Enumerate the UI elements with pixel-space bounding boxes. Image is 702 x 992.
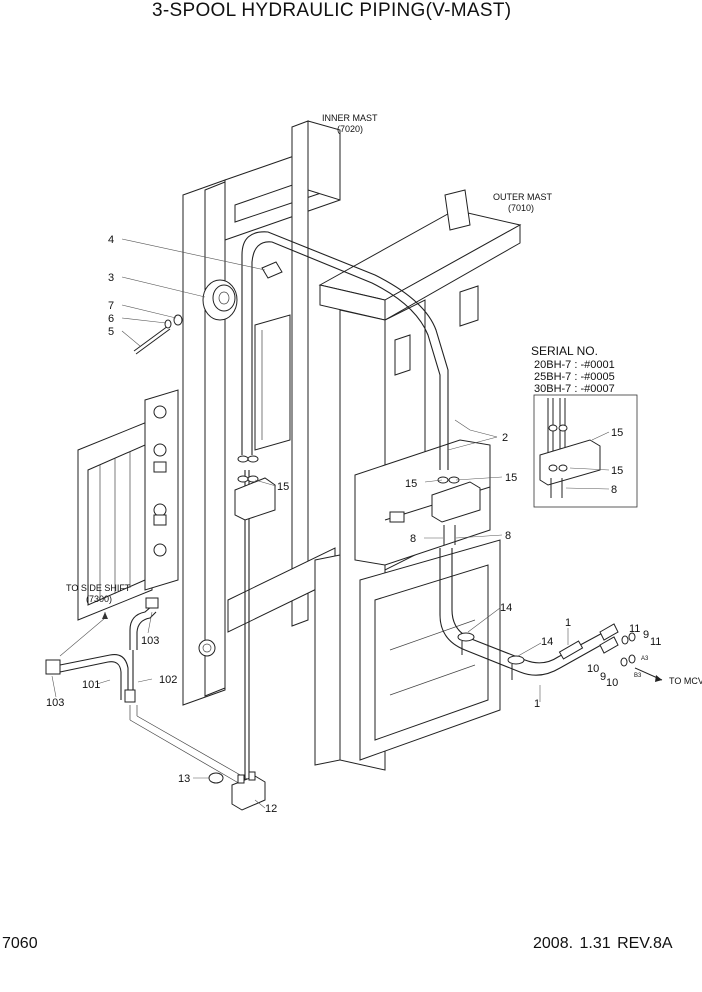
port-label: A3 [641, 656, 649, 662]
callout-number: 10 [587, 663, 599, 675]
to-side-shift-code: (7300) [86, 594, 112, 604]
serial-line: 30BH-7 : -#0007 [534, 383, 615, 395]
serial-heading: SERIAL NO. [531, 344, 598, 358]
callout-number: 103 [46, 697, 64, 709]
callout-number: 4 [108, 234, 114, 246]
callout-number: 9 [643, 629, 649, 641]
callout-number: 9 [600, 671, 606, 683]
serial-line: 20BH-7 : -#0001 [534, 359, 615, 371]
hose-loop [241, 231, 449, 780]
pulley-bolt [133, 314, 183, 355]
callout-number: 14 [500, 602, 512, 614]
callout-number: 1 [534, 698, 540, 710]
revision-stamp: 2008. 1.31 REV.8A [533, 935, 673, 952]
callout-number: 15 [505, 472, 517, 484]
callout-number: 14 [541, 636, 553, 648]
side-shift-pipes [45, 597, 250, 786]
outer-mast-code: (7010) [508, 203, 534, 213]
serial-detail [533, 394, 638, 508]
callout-number: 6 [108, 313, 114, 325]
callout-number: 15 [611, 427, 623, 439]
callout-number: 8 [611, 484, 617, 496]
pulley [202, 261, 283, 321]
assembly-labels: INNER MAST (7020) OUTER MAST (7010) TO S… [66, 113, 702, 686]
callout-number: 2 [502, 432, 508, 444]
serial-number-text: SERIAL NO. 20BH-7 : -#0001 25BH-7 : -#00… [531, 344, 615, 395]
callout-number: 15 [405, 478, 417, 490]
callout-number: 101 [82, 679, 100, 691]
fitting-block [208, 771, 266, 811]
port-labels: A3 B3 [634, 656, 649, 679]
callout-number: 11 [629, 623, 640, 635]
callout-number: 8 [410, 533, 416, 545]
carriage [77, 389, 179, 621]
left-bracket [234, 455, 276, 521]
leader-lines [51, 238, 610, 809]
callout-number: 3 [108, 272, 114, 284]
inner-mast-label: INNER MAST [322, 113, 378, 123]
inner-mast-code: (7020) [337, 124, 363, 134]
callout-number: 15 [611, 465, 623, 477]
right-bracket [431, 476, 481, 545]
callout-number: 12 [265, 803, 277, 815]
page-title: 3-SPOOL HYDRAULIC PIPING(V-MAST) [152, 0, 512, 21]
callout-number: 1 [565, 617, 571, 629]
callout-number: 5 [108, 326, 114, 338]
callout-number: 7 [108, 300, 114, 312]
callout-number: 103 [141, 635, 159, 647]
callout-number: 10 [606, 677, 618, 689]
outer-mast-label: OUTER MAST [493, 192, 553, 202]
mcv-pipes [439, 548, 663, 682]
callout-number: 13 [178, 773, 190, 785]
outer-mast [314, 189, 522, 771]
part-callouts: 4 3 7 6 5 2 15 15 15 8 15 15 8 8 14 14 1… [46, 234, 661, 815]
port-label: B3 [634, 673, 642, 679]
serial-line: 25BH-7 : -#0005 [534, 371, 615, 383]
callout-number: 15 [277, 481, 289, 493]
to-side-shift-label: TO SIDE SHIFT [66, 583, 131, 593]
callout-number: 11 [650, 636, 661, 648]
callout-number: 102 [159, 674, 177, 686]
to-mcv-label: TO MCV [669, 676, 702, 686]
callout-number: 8 [505, 530, 511, 542]
page-number: 7060 [2, 935, 38, 952]
